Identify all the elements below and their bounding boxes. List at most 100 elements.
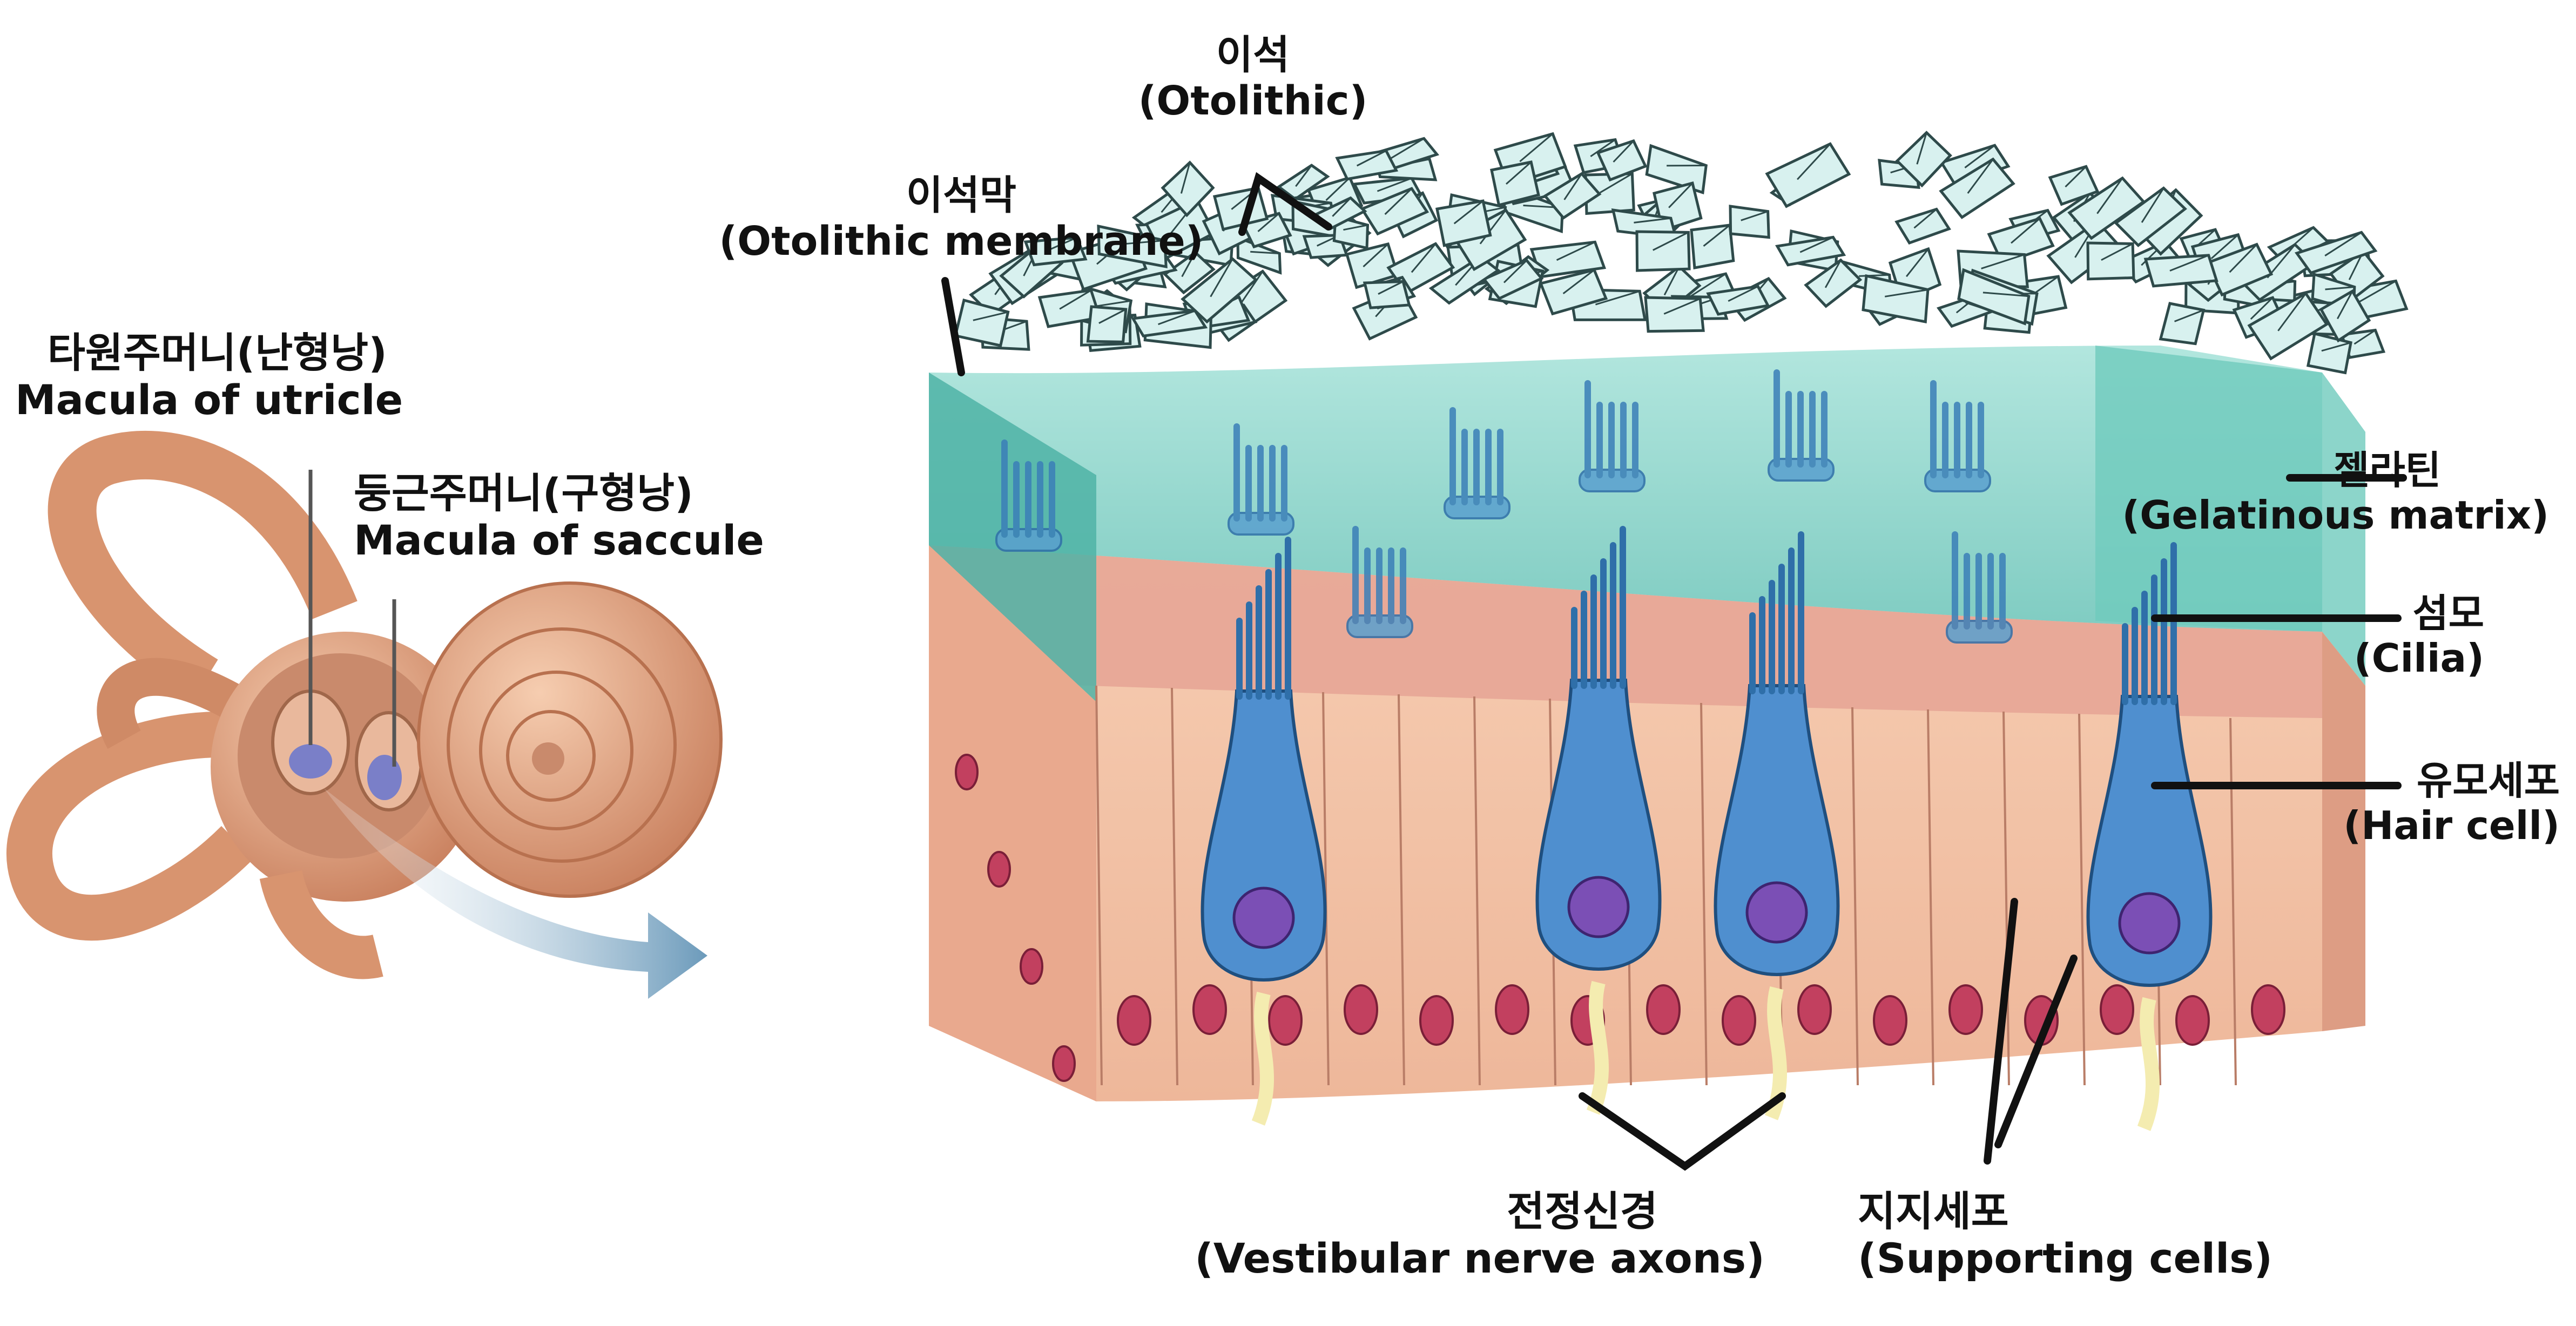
supporting-cell-nucleus — [2175, 995, 2210, 1046]
hair-cell-nucleus — [1232, 887, 1295, 949]
utricle-label: 타원주머니(난형낭) Macula of utricle — [15, 329, 403, 424]
supporting-cell-wall — [1473, 696, 1481, 1086]
hair-cell-label-en: (Hair cell) — [2343, 802, 2560, 848]
supporting-cell-wall — [1171, 687, 1178, 1086]
otolith-crystal — [2048, 165, 2100, 206]
nerve-bracket — [1579, 1092, 1786, 1171]
otolith-crystal — [2159, 302, 2206, 346]
hair-cell — [1535, 526, 1662, 1115]
otolith-crystal — [2319, 289, 2371, 343]
nerve-fiber — [2137, 997, 2160, 1131]
cilia-tuft — [1346, 526, 1413, 638]
cilia-label-en: (Cilia) — [2354, 635, 2484, 681]
utricle-label-en: Macula of utricle — [15, 376, 403, 424]
otolith-crystal — [1490, 160, 1540, 207]
supporting-cell-nucleus — [2251, 984, 2285, 1035]
otolith-crystal — [1360, 187, 1429, 236]
supporting-cell-nucleus — [1797, 984, 1832, 1035]
nerve-fiber — [1586, 980, 1609, 1115]
posterior-canal — [6, 711, 254, 941]
supporting-cells-label-en: (Supporting cells) — [1858, 1234, 2273, 1283]
otolith-crystal — [1236, 235, 1282, 275]
supporting-cell-nucleus — [987, 851, 1011, 888]
supporting-cell-nucleus — [1117, 995, 1151, 1046]
otolith-crystal — [1161, 160, 1215, 218]
otolith-crystal — [1862, 274, 1930, 323]
saccule-label-ko: 둥근주머니(구형낭) — [354, 469, 693, 517]
supporting-cell-nucleus — [1948, 984, 1983, 1035]
supporting-cell-nucleus — [1052, 1045, 1076, 1082]
vestibular-nerve-label-en: (Vestibular nerve axons) — [1195, 1234, 1765, 1283]
otolith-crystal — [1363, 280, 1411, 309]
otolith-crystal — [1775, 235, 1846, 267]
supporting-cell-nucleus — [1192, 984, 1227, 1035]
supporting-cell-wall — [1398, 694, 1405, 1086]
hair-cell-label: 유모세포 (Hair cell) — [2268, 759, 2560, 848]
hair-cells — [1201, 526, 2213, 1131]
vestibular-nerve-label: 전정신경 (Vestibular nerve axons) — [1177, 1188, 1782, 1282]
otolith-label: 이석 (Otolithic) — [1123, 32, 1383, 124]
cilia-tuft — [1946, 531, 2013, 644]
tissue-left-face — [929, 545, 1096, 1101]
cilia-tuft — [995, 439, 1062, 552]
otolith-crystal — [1729, 205, 1770, 239]
otolith-crystal — [1596, 139, 1648, 182]
otolith-crystal — [1023, 236, 1088, 267]
supporting-cell-nucleus — [1722, 995, 1756, 1046]
lateral-canal — [97, 658, 241, 749]
supporting-cell-nucleus — [955, 754, 979, 790]
cilia-tuft — [1768, 369, 1835, 482]
hair-cell-label-ko: 유모세포 — [2417, 758, 2560, 803]
otolith-crystal — [1276, 164, 1330, 201]
leader-lines — [941, 172, 2407, 1171]
otolith-crystal — [2205, 242, 2274, 297]
otolith-crystal — [2294, 231, 2378, 275]
nerve-fiber — [1251, 991, 1274, 1126]
otolith-crystal — [1894, 207, 1951, 245]
superior-canal — [48, 430, 358, 701]
supporting-cell-wall — [1700, 702, 1708, 1086]
hair-cell — [1714, 531, 1840, 1120]
otolith-crystal — [1130, 309, 1208, 338]
supporting-cell-nucleus — [1344, 984, 1378, 1035]
cilia-tuft — [1444, 407, 1510, 519]
hair-cell-nucleus — [1567, 876, 1630, 938]
supporting-cell-wall — [1851, 707, 1859, 1086]
block-side-face — [2322, 632, 2365, 1031]
otolith-crystal — [1765, 142, 1851, 208]
cilia-label: 섬모 (Cilia) — [2268, 591, 2484, 681]
otolithic-membrane-label-en: (Otolithic membrane) — [719, 218, 1204, 265]
otolith-label-en: (Otolithic) — [1138, 78, 1368, 125]
saccule-macula — [367, 755, 402, 800]
otolith-crystal — [2067, 176, 2146, 240]
otolith-crystal — [1690, 224, 1735, 270]
gelatin-label-ko: 젤라틴 — [2334, 448, 2441, 493]
supporting-cell-wall — [1095, 685, 1103, 1086]
otolithic-membrane-label: 이석막 (Otolithic membrane) — [702, 172, 1220, 265]
supporting-cells-label: 지지세포 (Supporting cells) — [1858, 1188, 2272, 1282]
otolith-crystal — [1543, 172, 1602, 220]
supporting-cell-wall — [1927, 709, 1934, 1086]
supporting-cell-wall — [2229, 718, 2237, 1086]
supporting-cell-nucleus — [1646, 984, 1681, 1035]
utricle-label-ko: 타원주머니(난형낭) — [48, 329, 387, 377]
otolith-crystal — [1939, 157, 2015, 219]
vestibular-nerve-label-ko: 전정신경 — [1507, 1187, 1658, 1235]
otolith-crystal — [1939, 144, 2011, 187]
otolith-crystal — [1635, 230, 1691, 272]
hair-cell-body — [1201, 689, 1327, 982]
otolith-label-ko: 이석 — [1216, 32, 1290, 78]
supporting-cells-label-ko: 지지세포 — [1858, 1187, 2009, 1235]
supporting-cell-wall — [2002, 711, 2010, 1086]
otolith-crystal — [2143, 254, 2218, 288]
otolith-crystal — [1086, 305, 1128, 343]
cilia-tuft — [1228, 423, 1294, 536]
saccule-label-en: Macula of saccule — [354, 516, 764, 565]
otolith-crystal — [1895, 131, 1952, 188]
supporting-cell-nucleus — [1495, 984, 1529, 1035]
supporting-cell-wall — [1322, 692, 1330, 1086]
zoom-arrow — [324, 788, 707, 999]
saccule-label: 둥근주머니(구형낭) Macula of saccule — [354, 470, 764, 564]
